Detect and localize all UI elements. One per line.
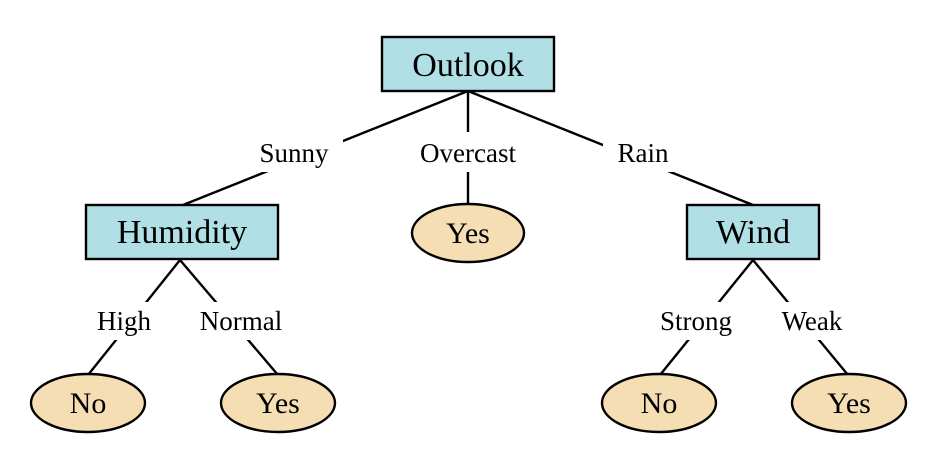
leaf-wind-strong-label: No	[641, 387, 678, 420]
leaf-humidity-normal-label: Yes	[256, 387, 300, 420]
branch-label-high: High	[97, 306, 152, 336]
leaf-humidity-normal: Yes	[219, 372, 337, 434]
leaf-wind-strong: No	[600, 372, 718, 434]
node-outlook-label: Outlook	[412, 47, 523, 84]
leaf-wind-weak: Yes	[790, 372, 908, 434]
edge-labels: Sunny Overcast Rain High Normal Strong W…	[86, 132, 854, 340]
branch-label-overcast: Overcast	[420, 138, 516, 168]
node-wind: Wind	[685, 203, 821, 261]
leaf-humidity-high-label: No	[70, 387, 107, 420]
node-wind-label: Wind	[716, 214, 790, 251]
branch-label-sunny: Sunny	[259, 138, 329, 168]
branch-label-rain: Rain	[618, 138, 669, 168]
node-outlook: Outlook	[380, 35, 556, 93]
leaf-overcast: Yes	[410, 202, 526, 264]
branch-label-strong: Strong	[660, 306, 732, 336]
node-humidity-label: Humidity	[117, 214, 247, 251]
leaf-overcast-label: Yes	[446, 217, 490, 250]
leaf-humidity-high: No	[29, 372, 147, 434]
leaf-wind-weak-label: Yes	[827, 387, 871, 420]
branch-label-weak: Weak	[782, 306, 843, 336]
node-humidity: Humidity	[84, 203, 280, 261]
branch-label-normal: Normal	[200, 306, 282, 336]
